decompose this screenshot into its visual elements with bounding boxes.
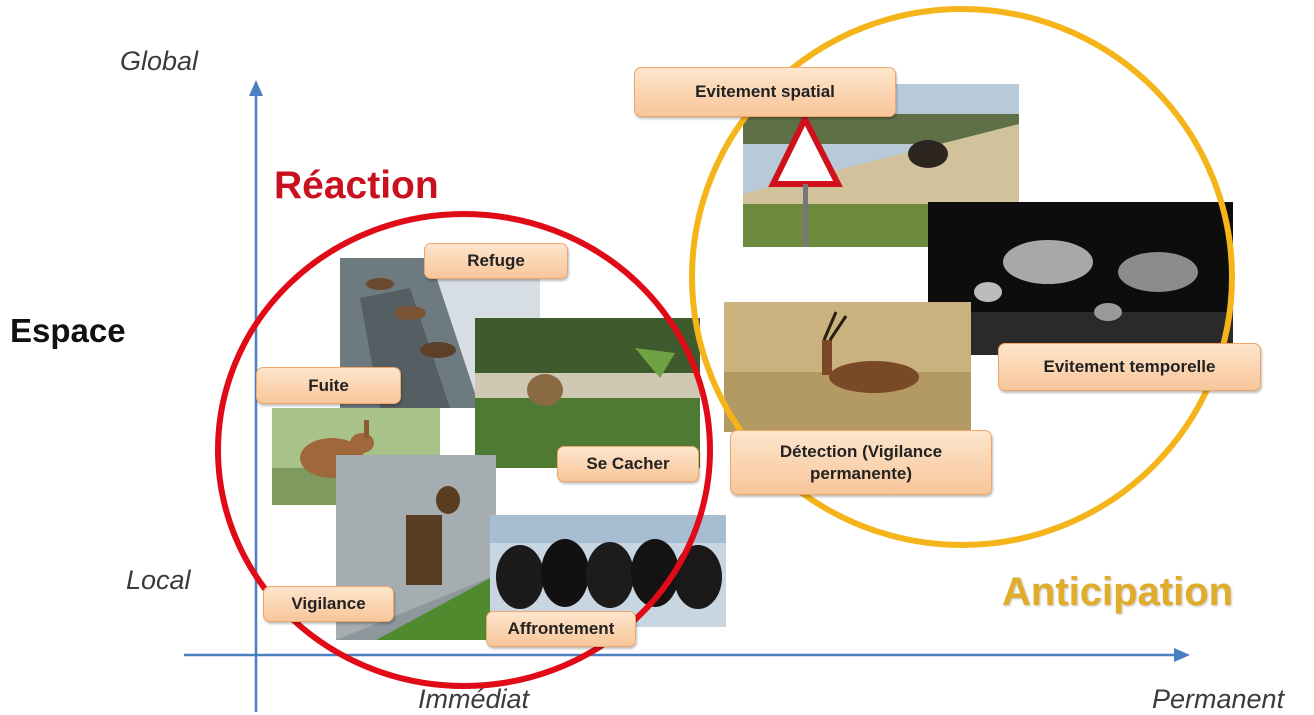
tag-evitement-temporelle: Evitement temporelle bbox=[998, 343, 1261, 391]
x-axis-left-label: Immédiat bbox=[418, 684, 530, 714]
y-axis-top-label: Global bbox=[120, 46, 199, 76]
tag-fuite: Fuite bbox=[256, 367, 401, 404]
x-axis-arrow bbox=[1174, 648, 1190, 662]
anticipation-circle bbox=[689, 6, 1235, 548]
tag-detection: Détection (Vigilance permanente) bbox=[730, 430, 992, 495]
x-axis-right-label: Permanent bbox=[1152, 684, 1285, 714]
hidden-deer-photo bbox=[475, 318, 700, 468]
reaction-label: Réaction bbox=[274, 164, 439, 207]
anticipation-label: Anticipation bbox=[1002, 570, 1234, 614]
tag-refuge: Refuge bbox=[424, 243, 568, 279]
tag-vigilance: Vigilance bbox=[263, 586, 394, 622]
tag-se-cacher: Se Cacher bbox=[557, 446, 699, 482]
night-deer-photo bbox=[928, 202, 1233, 355]
reaction-circle bbox=[215, 211, 713, 689]
tag-affrontement: Affrontement bbox=[486, 611, 636, 647]
muskoxen-photo bbox=[490, 515, 726, 627]
y-axis-bottom-label: Local bbox=[126, 565, 191, 595]
tag-evitement-spatial: Evitement spatial bbox=[634, 67, 896, 117]
y-axis-title: Espace bbox=[10, 312, 126, 349]
antelope-photo bbox=[724, 302, 971, 432]
y-axis-arrow bbox=[249, 80, 263, 96]
